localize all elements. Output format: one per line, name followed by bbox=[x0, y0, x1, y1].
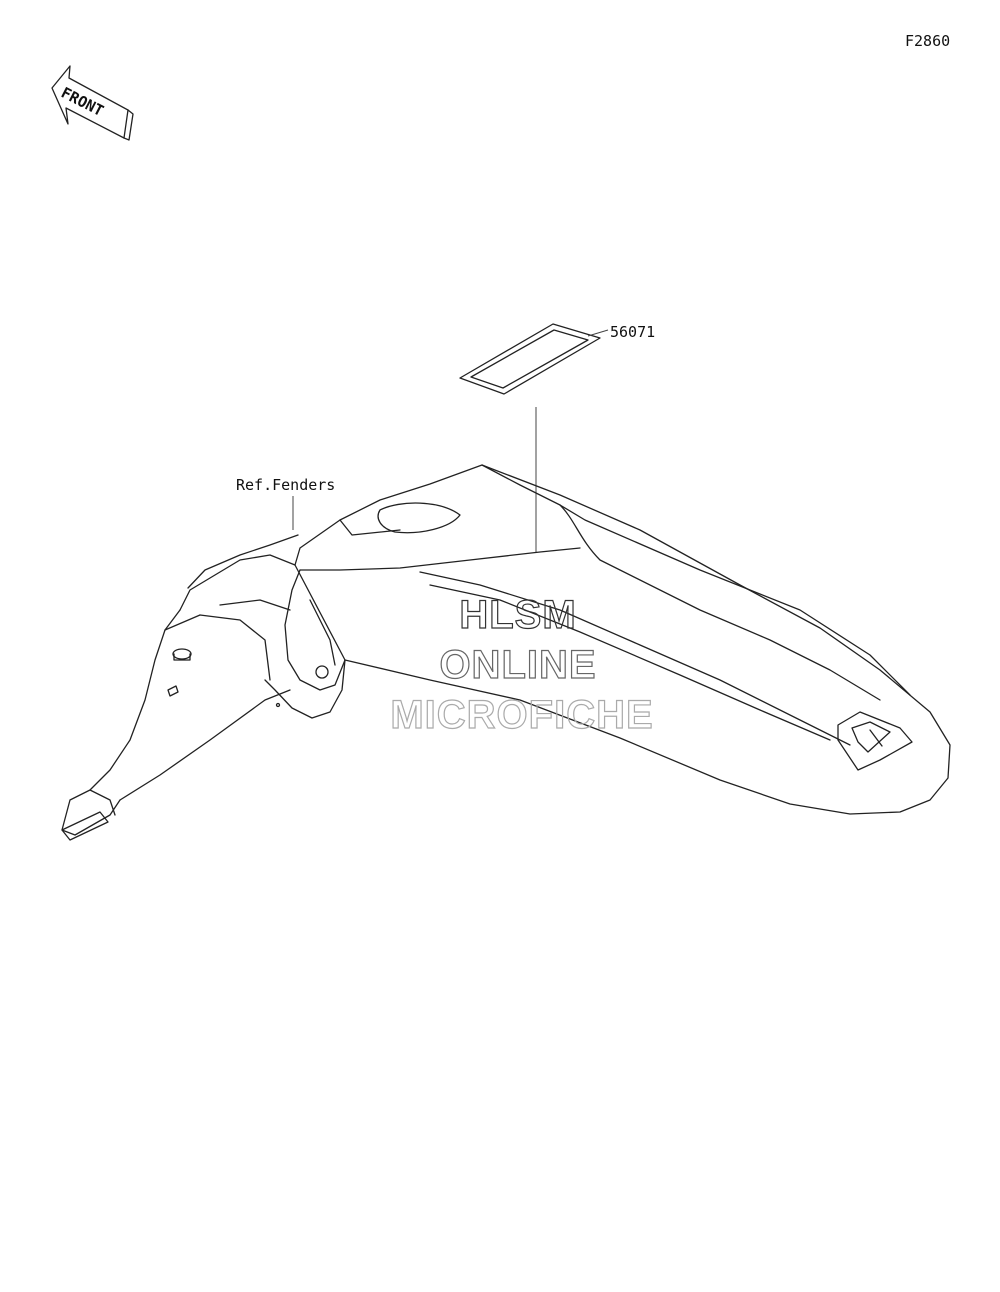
part-number-56071: 56071 bbox=[610, 323, 655, 341]
front-arrow-icon: FRONT bbox=[51, 65, 134, 141]
label-decal bbox=[459, 323, 601, 395]
figure-code: F2860 bbox=[905, 32, 950, 50]
rear-fender bbox=[61, 464, 951, 841]
watermark-line-1: HLSM bbox=[459, 593, 576, 637]
reference-label: Ref.Fenders bbox=[236, 476, 335, 494]
watermark-line-2: ONLINE bbox=[439, 643, 596, 687]
watermark: HLSM ONLINE MICROFICHE bbox=[390, 592, 654, 737]
watermark-line-3: MICROFICHE bbox=[390, 693, 653, 737]
front-label: FRONT bbox=[58, 84, 106, 121]
